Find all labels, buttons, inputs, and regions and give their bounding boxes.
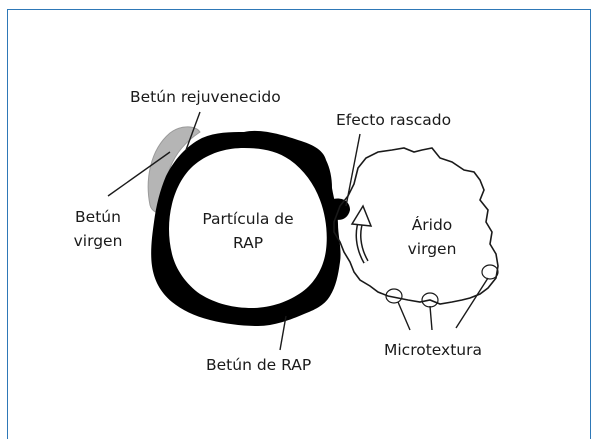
label-particula-1: Partícula de — [202, 210, 293, 228]
leader-lines — [107, 111, 489, 351]
label-particula-2: RAP — [233, 234, 263, 252]
curved-up-arrow-icon — [350, 204, 373, 264]
leader-microtextura-2 — [429, 305, 433, 331]
label-efecto-rascado: Efecto rascado — [336, 111, 451, 129]
rap-diagram: Betún rejuvenecido Efecto rascado Betún … — [74, 88, 499, 374]
microtexture-markers — [385, 264, 499, 308]
leader-betun-virgen — [107, 151, 171, 197]
figure-frame — [7, 9, 591, 439]
label-arido-1: Árido — [412, 215, 453, 234]
label-microtextura: Microtextura — [384, 341, 482, 359]
rap-binder-ring — [151, 130, 341, 326]
virgin-aggregate-outline — [333, 147, 499, 305]
label-betun-virgen-2: virgen — [74, 232, 123, 250]
label-betun-de-rap: Betún de RAP — [206, 356, 311, 374]
rap-binder-bridge — [330, 198, 350, 220]
leader-betun-rejuvenecido — [185, 111, 201, 151]
label-betun-virgen-1: Betún — [75, 208, 121, 226]
leader-microtextura-1 — [397, 301, 411, 331]
label-betun-rejuvenecido: Betún rejuvenecido — [130, 88, 281, 106]
label-arido-2: virgen — [408, 240, 457, 258]
leader-microtextura-3 — [455, 277, 489, 329]
leader-betun-de-rap — [279, 315, 287, 351]
leader-efecto-rascado — [345, 133, 361, 207]
